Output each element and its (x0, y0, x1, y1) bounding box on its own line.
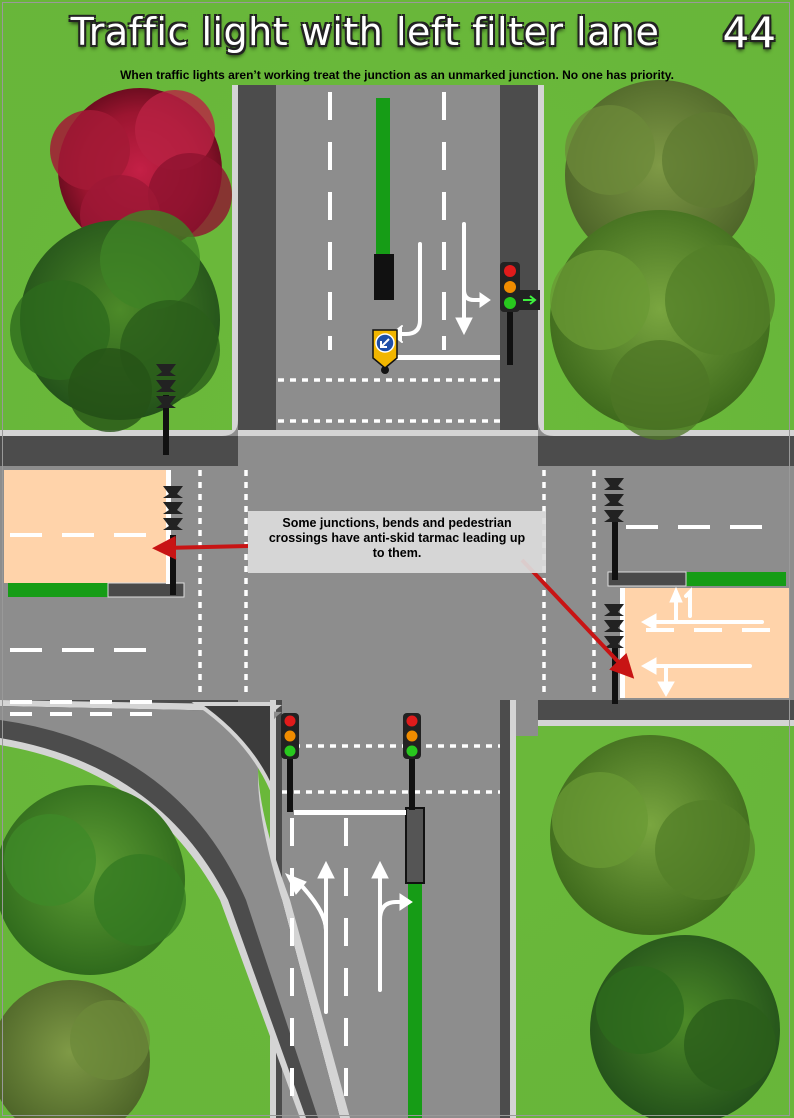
callout-arrow-right (520, 558, 635, 679)
green-lane-west (8, 583, 108, 597)
green-lane-north (376, 98, 390, 254)
traffic-light-nw (156, 364, 176, 455)
traffic-light-west (163, 486, 183, 595)
green-tree-icon-sw (0, 785, 186, 975)
keep-left-bollard-icon (372, 329, 398, 374)
green-tree-icon-se (550, 735, 755, 935)
road-arrows (284, 222, 764, 1014)
green-lane-south (408, 883, 422, 1118)
traffic-lights (156, 262, 624, 812)
callout-arrow-left (152, 535, 249, 560)
anti-skid-callout: Some junctions, bends and pedestrian cro… (248, 511, 546, 573)
red-tree-icon (50, 88, 232, 255)
olive-tree-icon-sw (0, 980, 150, 1118)
page-number: 44 (722, 8, 776, 57)
traffic-light-east-upper (604, 478, 624, 580)
green-tree-icon-ne (550, 210, 775, 440)
traffic-light-south-right (403, 713, 421, 810)
pedestrian-crossing-markings (198, 378, 596, 794)
dark-tree-icon-se (590, 935, 780, 1118)
anti-skid-east (624, 588, 790, 698)
page-title: Traffic light with left filter lane (70, 10, 660, 54)
traffic-light-south-left (281, 713, 299, 812)
trees (0, 80, 780, 1118)
traffic-light-north (500, 262, 540, 365)
anti-skid-west (4, 470, 166, 583)
traffic-island (191, 702, 274, 791)
page-subtitle: When traffic lights aren’t working treat… (120, 68, 674, 82)
green-lane-east (686, 572, 786, 586)
